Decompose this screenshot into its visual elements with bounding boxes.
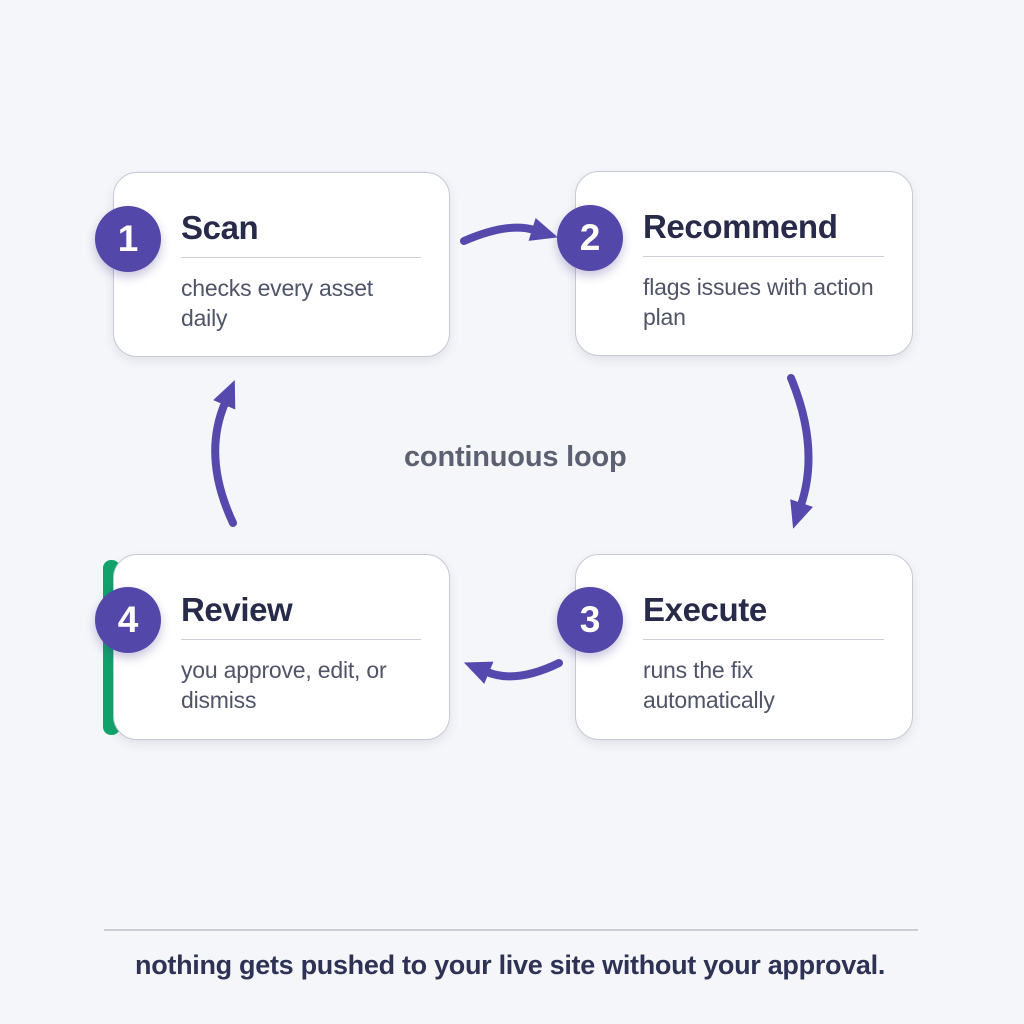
step-number-badge: 4	[95, 587, 161, 653]
step-card-scan: 1 Scan checks every asset daily	[95, 172, 450, 357]
step-title: Review	[181, 591, 293, 628]
card-divider	[643, 639, 884, 641]
step-number: 1	[117, 218, 139, 259]
step-number-badge: 1	[95, 206, 161, 272]
loop-center-label: continuous loop	[404, 441, 627, 473]
step-title: Recommend	[643, 208, 838, 245]
step-number: 4	[117, 599, 139, 640]
step-number: 3	[579, 599, 601, 640]
step-title: Execute	[643, 591, 767, 628]
card-divider	[643, 256, 884, 258]
footer-note: nothing gets pushed to your live site wi…	[135, 950, 886, 980]
step-description: flags issues with action plan	[643, 274, 874, 331]
step-number-badge: 3	[557, 587, 623, 653]
arrow-review-to-scan-icon	[211, 379, 237, 527]
card-divider	[181, 639, 421, 641]
step-description: you approve, edit, or dismiss	[181, 657, 387, 714]
step-card-recommend: 2 Recommend flags issues with action pla…	[557, 171, 913, 356]
arrow-recommend-to-execute-icon	[787, 374, 814, 529]
step-description: checks every asset daily	[181, 275, 373, 332]
arrow-execute-to-review-icon	[463, 659, 563, 684]
card-divider	[181, 257, 421, 259]
step-number: 2	[579, 217, 601, 258]
footer-divider	[104, 929, 918, 931]
step-card-execute: 3 Execute runs the fix automatically	[557, 554, 913, 740]
step-description: runs the fix automatically	[643, 657, 775, 714]
step-title: Scan	[181, 209, 259, 246]
step-number-badge: 2	[557, 205, 623, 271]
arrow-scan-to-recommend-icon	[460, 217, 558, 245]
step-card-review: 4 Review you approve, edit, or dismiss	[95, 554, 450, 740]
